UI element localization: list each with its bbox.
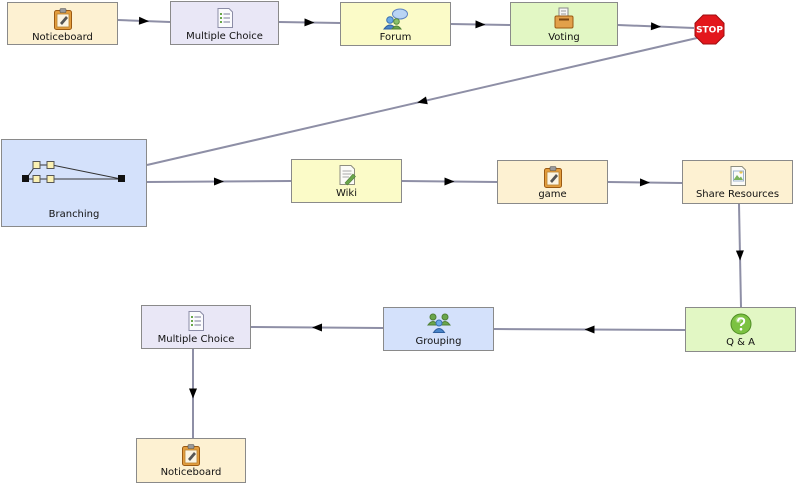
transition-arrowhead <box>650 22 661 31</box>
transition-arrowhead <box>584 325 595 334</box>
activity-label: game <box>538 189 567 200</box>
activity-q-and-a[interactable]: Q & A <box>685 307 796 352</box>
activity-noticeboard[interactable]: Noticeboard <box>136 438 246 483</box>
activity-share-resources[interactable]: Share Resources <box>682 160 793 204</box>
transition-lines <box>117 16 744 438</box>
voting-icon <box>554 7 574 29</box>
activity-label: Noticeboard <box>32 32 93 43</box>
activity-grouping[interactable]: Grouping <box>383 307 494 351</box>
activity-label: Grouping <box>415 336 462 347</box>
transition-arrowhead <box>475 20 486 29</box>
activity-label: Share Resources <box>695 189 780 200</box>
transition-arrowhead <box>304 18 315 27</box>
activity-game[interactable]: game <box>497 160 608 204</box>
transition-arrowhead <box>189 388 197 399</box>
activity-wiki[interactable]: Wiki <box>291 159 402 203</box>
forum-icon <box>382 8 408 30</box>
activity-label: Noticeboard <box>160 467 222 478</box>
share-resources-icon <box>730 166 746 186</box>
activity-label: Multiple Choice <box>186 31 263 42</box>
activity-multiple-choice[interactable]: Multiple Choice <box>141 305 251 349</box>
activity-label: Forum <box>379 32 412 43</box>
multiple-choice-icon <box>217 8 233 28</box>
activity-label: Q & A <box>726 337 755 348</box>
activity-label: Branching <box>48 209 100 220</box>
noticeboard-icon <box>543 166 562 188</box>
stop-label: STOP <box>696 26 723 36</box>
transition-arrowhead <box>444 177 455 186</box>
activity-label: Wiki <box>335 188 357 199</box>
transition-arrowhead <box>417 96 428 105</box>
question-icon <box>730 313 751 335</box>
activity-label: Voting <box>548 32 580 43</box>
branching-icon <box>22 161 125 183</box>
wiki-icon <box>339 165 356 186</box>
activity-label: Multiple Choice <box>157 334 235 345</box>
activity-voting[interactable]: Voting <box>510 2 618 46</box>
activity-forum[interactable]: Forum <box>340 2 451 46</box>
transition-arrowhead <box>735 250 744 261</box>
activity-noticeboard[interactable]: Noticeboard <box>7 2 118 45</box>
transition-arrowhead <box>639 178 650 187</box>
transition-arrowhead <box>138 16 149 25</box>
activity-multiple-choice[interactable]: Multiple Choice <box>170 1 279 45</box>
activity-branching[interactable]: Branching <box>1 139 147 227</box>
stop-icon[interactable]: STOP <box>694 14 725 45</box>
transition-arrowhead <box>312 323 323 332</box>
transition-arrowhead <box>213 177 224 186</box>
noticeboard-icon <box>182 444 200 466</box>
grouping-icon <box>426 313 451 333</box>
noticeboard-icon <box>53 8 72 30</box>
multiple-choice-icon <box>188 311 204 331</box>
